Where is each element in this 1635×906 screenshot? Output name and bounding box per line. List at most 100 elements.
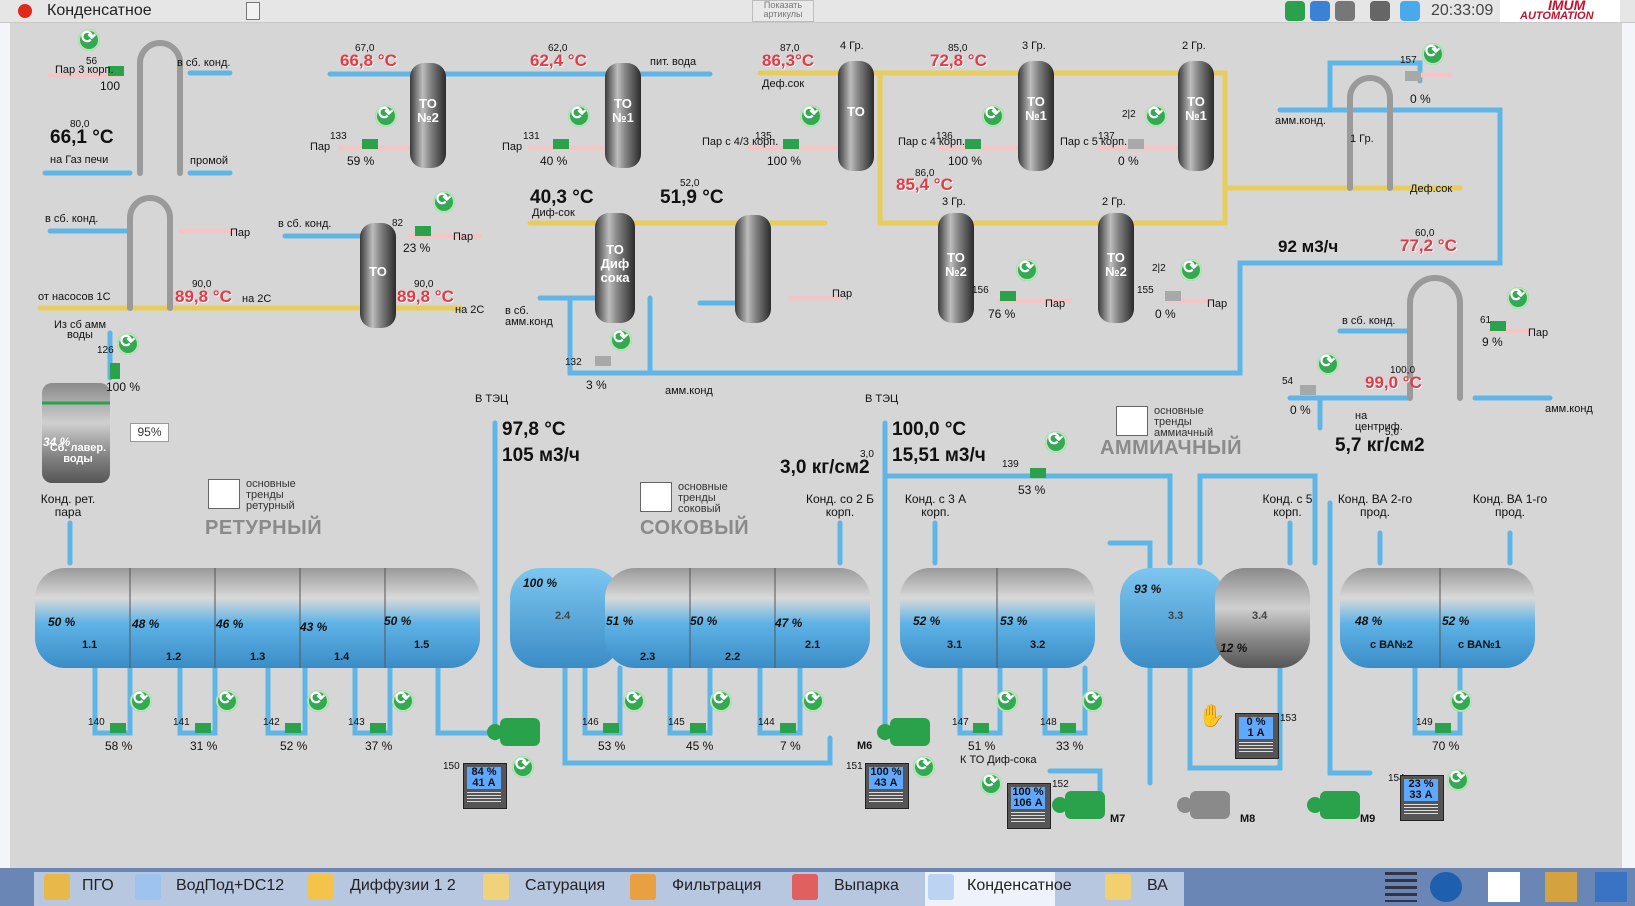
network-tray-icon[interactable] bbox=[1285, 1, 1305, 21]
tab-vodpod[interactable]: ВодПод+DC12 bbox=[176, 877, 285, 894]
tab-pgo[interactable]: ПГО bbox=[82, 877, 114, 894]
evaporation-icon[interactable] bbox=[792, 874, 818, 900]
condensate-icon[interactable] bbox=[928, 874, 954, 900]
settings-gear-icon[interactable] bbox=[1430, 872, 1462, 902]
auto-mode-icon[interactable] bbox=[982, 103, 1004, 127]
trend-ret-link[interactable]: основные тренды ретурный bbox=[246, 478, 296, 512]
trend-chart-icon[interactable] bbox=[640, 482, 672, 512]
exchanger-to2-2gr[interactable]: ТО №2 bbox=[1105, 250, 1127, 279]
valve-id: 2|2 bbox=[1122, 109, 1136, 120]
tools-tray-icon[interactable] bbox=[1335, 1, 1355, 21]
auto-mode-icon[interactable] bbox=[1422, 41, 1444, 65]
auto-mode-icon[interactable] bbox=[980, 771, 1002, 795]
pump-monitor-150[interactable]: 84 %41 А bbox=[463, 763, 507, 809]
auto-mode-icon[interactable] bbox=[996, 688, 1018, 712]
valve-value: 100 bbox=[100, 79, 121, 93]
auto-mode-icon[interactable] bbox=[78, 27, 100, 51]
chat-tray-icon[interactable] bbox=[1310, 1, 1330, 21]
vodpod-icon[interactable] bbox=[135, 874, 161, 900]
auto-mode-icon[interactable] bbox=[307, 688, 329, 712]
label: в сб. конд. bbox=[1342, 315, 1396, 327]
trend-chart-icon[interactable] bbox=[1116, 406, 1148, 436]
saturation-icon[interactable] bbox=[483, 874, 509, 900]
exchanger-to1-2gr[interactable]: ТО №1 bbox=[1185, 94, 1207, 123]
auto-mode-icon[interactable] bbox=[117, 331, 139, 355]
auto-mode-icon[interactable] bbox=[1045, 429, 1067, 453]
trend-sok-link[interactable]: основные тренды соковый bbox=[678, 481, 728, 515]
lock-icon[interactable] bbox=[1595, 872, 1627, 902]
va-icon[interactable] bbox=[1105, 874, 1131, 900]
filtration-icon[interactable] bbox=[630, 874, 656, 900]
hand-manual-icon[interactable]: ✋ bbox=[1198, 703, 1226, 728]
auto-mode-icon[interactable] bbox=[800, 103, 822, 127]
auto-mode-icon[interactable] bbox=[1016, 257, 1038, 281]
auto-mode-icon[interactable] bbox=[1317, 351, 1339, 375]
auto-mode-icon[interactable] bbox=[1145, 103, 1167, 127]
exchanger-to-4gr[interactable]: ТО bbox=[847, 104, 865, 119]
trend-chart-icon[interactable] bbox=[208, 479, 240, 509]
pump-id: 154 bbox=[1388, 773, 1405, 784]
label: Пар bbox=[502, 141, 523, 153]
telegram-tray-icon[interactable] bbox=[1400, 1, 1420, 21]
diffusion-icon[interactable] bbox=[308, 874, 334, 900]
exchanger-to2-top[interactable]: ТО №2 bbox=[417, 96, 439, 125]
pump-monitor-153[interactable]: 0 %1 А bbox=[1235, 713, 1279, 759]
exchanger-to2-3gr[interactable]: ТО №2 bbox=[945, 250, 967, 279]
pump-monitor-152[interactable]: 100 %106 А bbox=[1007, 783, 1051, 829]
auto-mode-icon[interactable] bbox=[913, 754, 935, 778]
auto-mode-icon[interactable] bbox=[433, 189, 455, 213]
temp-reading: 40,3 °C bbox=[530, 187, 594, 208]
close-window-icon[interactable] bbox=[18, 4, 32, 18]
exchanger-to1-top[interactable]: ТО №1 bbox=[612, 96, 634, 125]
auto-mode-icon[interactable] bbox=[1507, 285, 1529, 309]
auto-mode-icon[interactable] bbox=[610, 327, 632, 351]
auto-mode-icon[interactable] bbox=[1450, 688, 1472, 712]
auto-mode-icon[interactable] bbox=[1447, 767, 1469, 791]
auto-mode-icon[interactable] bbox=[375, 103, 397, 127]
tab-condensate[interactable]: Конденсатное bbox=[967, 877, 1072, 894]
auto-mode-icon[interactable] bbox=[1180, 257, 1202, 281]
auto-mode-icon[interactable] bbox=[802, 688, 824, 712]
valve-value: 100 % bbox=[948, 154, 983, 168]
pgo-icon[interactable] bbox=[44, 874, 70, 900]
tab-diffusion[interactable]: Диффузии 1 2 bbox=[350, 877, 456, 894]
tab-filtration[interactable]: Фильтрация bbox=[672, 877, 762, 894]
exchanger-to1-3gr[interactable]: ТО №1 bbox=[1025, 94, 1047, 123]
document-icon[interactable] bbox=[246, 2, 260, 20]
label: Конд. с 5 корп. bbox=[1262, 492, 1313, 519]
valve-id: 135 bbox=[755, 131, 772, 142]
laver-level-box[interactable]: 95% bbox=[130, 423, 169, 442]
auto-mode-icon[interactable] bbox=[130, 688, 152, 712]
tab-va[interactable]: ВА bbox=[1147, 877, 1168, 894]
setpoint: 90,0 bbox=[414, 279, 434, 290]
tank-id: 3.4 bbox=[1252, 610, 1268, 622]
menu-icon[interactable] bbox=[1385, 872, 1417, 902]
water-pipes bbox=[42, 60, 1553, 796]
pump-monitor-151[interactable]: 100 %43 А bbox=[865, 763, 909, 809]
auto-mode-icon[interactable] bbox=[216, 688, 238, 712]
trend-amm-link[interactable]: основные тренды аммиачный bbox=[1154, 405, 1214, 439]
tab-evaporation[interactable]: Выпарка bbox=[834, 877, 899, 894]
temp-reading: 85,4 °C bbox=[896, 175, 953, 194]
show-articles-button[interactable]: Показать артикулы bbox=[752, 0, 814, 22]
engineer-icon[interactable] bbox=[1545, 872, 1577, 902]
tank-id: с ВА№2 bbox=[1370, 639, 1413, 651]
auto-mode-icon[interactable] bbox=[1082, 688, 1104, 712]
exchanger-to-left[interactable]: ТО bbox=[369, 264, 387, 279]
auto-mode-icon[interactable] bbox=[392, 688, 414, 712]
trend-chart-icon[interactable] bbox=[1488, 872, 1520, 902]
valve-id: 156 bbox=[972, 285, 989, 296]
valve-value: 52 % bbox=[280, 739, 308, 753]
setpoint: 87,0 bbox=[780, 43, 800, 54]
exchanger-to-dif[interactable]: ТО Диф сока bbox=[600, 242, 630, 285]
auto-mode-icon[interactable] bbox=[568, 103, 590, 127]
pump-monitor-154[interactable]: 23 %33 А bbox=[1400, 775, 1444, 821]
setpoint: 85,0 bbox=[948, 43, 968, 54]
tab-saturation[interactable]: Сатурация bbox=[525, 877, 606, 894]
label: В ТЭЦ bbox=[475, 393, 509, 405]
auto-mode-icon[interactable] bbox=[512, 754, 534, 778]
valve-id: 145 bbox=[668, 717, 685, 728]
auto-mode-icon[interactable] bbox=[623, 688, 645, 712]
user-tray-icon[interactable] bbox=[1370, 1, 1390, 21]
auto-mode-icon[interactable] bbox=[710, 688, 732, 712]
